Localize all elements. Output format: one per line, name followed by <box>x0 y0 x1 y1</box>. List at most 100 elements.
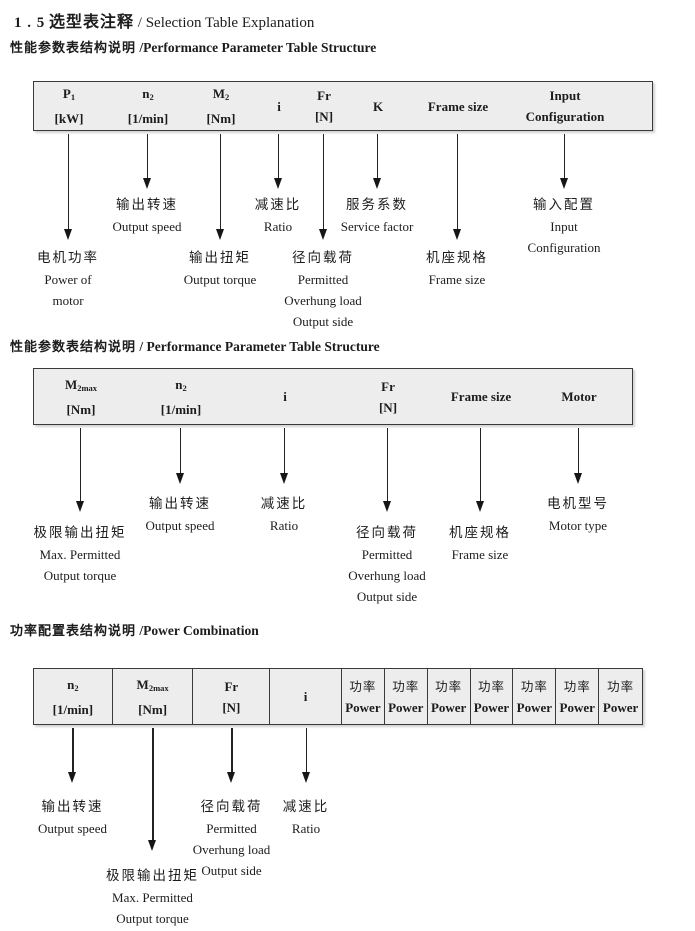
arrow-shaft <box>219 134 221 231</box>
table-column-header: P1[kW] <box>55 82 84 130</box>
explanation-line: Overhung load <box>284 293 362 308</box>
arrowhead-icon <box>279 473 288 484</box>
arrow-down <box>301 728 312 783</box>
header-text-main: i <box>303 689 308 704</box>
section-heading-en: Performance Parameter Table Structure <box>143 40 377 55</box>
header-text: n2 <box>175 378 186 395</box>
header-text: 功率 <box>607 680 634 693</box>
header-text-main: [Nm] <box>66 401 96 417</box>
table-column-header: M2 [Nm] <box>207 82 236 130</box>
arrowhead-icon <box>573 473 582 484</box>
arrow-down <box>215 134 226 240</box>
explanation-line: 减速比 <box>260 496 308 512</box>
header-text-main: Fr <box>224 678 239 694</box>
table-column-header: Motor <box>561 369 596 424</box>
explanation-line: Output torque <box>43 568 117 583</box>
explanation-line: Ratio <box>263 219 293 234</box>
header-text-main: Power <box>559 699 595 715</box>
header-text-main: n <box>175 376 183 392</box>
header-text: Motor <box>561 390 596 403</box>
slash-separator: / <box>136 339 147 354</box>
header-text: [N] <box>315 110 333 123</box>
arrow-down <box>67 728 78 783</box>
table-column-header: K <box>373 82 383 130</box>
column-explanation: 输出转速 Output speed <box>146 494 215 536</box>
header-subscript: 1 <box>70 92 76 102</box>
explanation-line: 机座规格 <box>449 525 511 541</box>
header-subscript: 2 <box>149 92 154 102</box>
arrowhead-icon <box>63 229 72 240</box>
arrowhead-icon <box>559 178 568 189</box>
header-text: M2max <box>137 678 169 695</box>
table-column-header: n2[1/min] <box>34 669 113 724</box>
explanation-line: Ratio <box>291 821 321 836</box>
header-subscript: 2max <box>148 682 169 693</box>
explanation-line: 电机功率 <box>37 250 99 266</box>
explanation-line: 径向载荷 <box>292 250 354 266</box>
header-text: M2 <box>213 87 230 104</box>
column-explanation: 电机功率 Power of motor <box>37 248 99 311</box>
table-column-header: n2[1/min] <box>128 82 168 130</box>
arrow-shaft <box>179 428 181 475</box>
header-subscript: 2 <box>225 92 230 102</box>
explanation-line: 输出扭矩 <box>188 250 251 266</box>
explanation-line: motor <box>52 293 84 308</box>
header-text: Power <box>345 701 380 714</box>
arrow-down <box>559 134 570 189</box>
arrowhead-icon <box>301 772 310 783</box>
arrow-down <box>147 728 158 851</box>
section-heading-en: Power Combination <box>143 623 259 638</box>
header-text: Power <box>603 701 638 714</box>
arrow-down <box>452 134 463 240</box>
header-text: [N] <box>222 701 240 714</box>
header-text-main: [N] <box>314 109 334 124</box>
explanation-line: 减速比 <box>254 197 302 213</box>
header-text-main: 功率 <box>563 678 591 694</box>
explanation-line: Output side <box>292 314 354 329</box>
header-text: Power <box>474 701 509 714</box>
header-text-main: [Nm] <box>206 111 236 126</box>
arrowhead-icon <box>175 473 184 484</box>
header-text-main: P <box>62 86 71 101</box>
arrow-shaft <box>231 728 233 774</box>
header-text: Configuration <box>526 110 605 123</box>
header-text: [Nm] <box>138 703 167 716</box>
arrow-shaft <box>72 728 74 774</box>
explanation-line: Output speed <box>38 821 107 836</box>
header-text-main: Power <box>388 699 424 715</box>
explanation-line: Frame size <box>428 272 486 287</box>
arrow-shaft <box>322 134 324 231</box>
explanation-line: Power of <box>44 272 92 287</box>
page-title: 1 . 5 选型表注释 / Selection Table Explanatio… <box>14 8 314 32</box>
header-text-main: Fr <box>381 378 395 394</box>
explanation-line: Output speed <box>145 518 215 533</box>
explanation-line: Input <box>550 219 578 234</box>
explanation-line: 电机型号 <box>547 496 609 512</box>
explanation-line: Overhung load <box>348 568 426 583</box>
arrowhead-icon <box>215 229 224 240</box>
slash-separator: / <box>136 40 144 55</box>
section-heading: 功率配置表结构说明 /Power Combination <box>10 620 259 639</box>
explanation-line: 径向载荷 <box>200 799 263 815</box>
arrow-shaft <box>146 134 148 180</box>
header-text-main: Motor <box>561 389 597 404</box>
header-text: i <box>283 390 287 403</box>
slash-separator: / <box>137 15 146 31</box>
explanation-line: Motor type <box>548 518 608 533</box>
table-column-header: Fr[N] <box>315 82 333 130</box>
arrow-shaft <box>456 134 458 231</box>
page-title-zh: 选型表注释 <box>49 12 135 31</box>
header-text-main: Input <box>549 88 581 103</box>
header-text-main: M <box>136 676 149 692</box>
explanation-line: 输出转速 <box>149 496 211 512</box>
header-text: Input <box>549 89 580 102</box>
